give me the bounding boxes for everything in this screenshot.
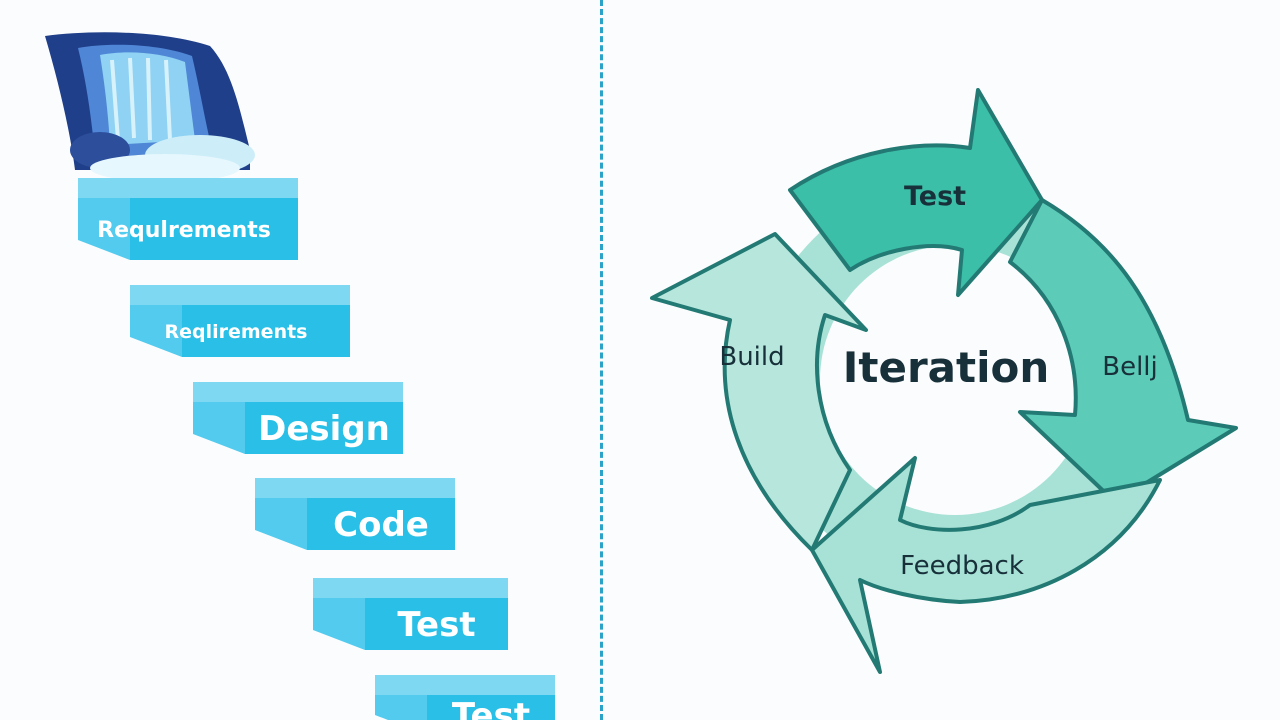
step-front-face <box>365 598 508 650</box>
waterfall-step-label: Code <box>333 505 429 545</box>
cycle-stage-label: Feedback <box>900 551 1024 581</box>
step-side-face <box>78 178 130 260</box>
cycle-arrow-build <box>650 232 868 552</box>
waterfall-step: Test <box>313 578 508 650</box>
waterfall-step-label: Test <box>397 605 475 645</box>
step-front-face <box>182 305 350 357</box>
waterfall-step-label: Design <box>258 409 390 449</box>
waterfall-step: Requlrements <box>78 178 298 260</box>
waterfall-step: Reqlirements <box>130 285 350 357</box>
step-top-face <box>130 285 350 305</box>
step-top-face <box>255 478 455 498</box>
cycle-arrow-feedback <box>810 456 1162 674</box>
cycle-stage-label: Build <box>719 342 784 372</box>
cycle-stage-label: Bellj <box>1102 352 1158 382</box>
step-top-face <box>193 382 403 402</box>
cycle-stage-label: Test <box>904 181 966 212</box>
step-front-face <box>130 198 298 260</box>
cycle-arrow-right <box>1008 198 1238 504</box>
cycle-center-label: Iteration <box>843 343 1049 392</box>
waterfall-step: Design <box>193 382 403 454</box>
step-top-face <box>375 675 555 695</box>
waterfall-diagram: RequlrementsReqlirementsDesignCodeTestTe… <box>45 32 555 720</box>
waterfall-step-label: Reqlirements <box>164 321 307 343</box>
panel-divider <box>600 0 603 720</box>
iteration-cycle-diagram: Iteration Test Bellj Feedback Build <box>650 88 1238 674</box>
step-top-face <box>313 578 508 598</box>
cycle-arrow-test <box>788 88 1044 297</box>
waterfall-illustration <box>45 32 255 182</box>
waterfall-steps: RequlrementsReqlirementsDesignCodeTestTe… <box>78 178 555 720</box>
cycle-panel: Iteration Test Bellj Feedback Build <box>606 0 1280 720</box>
waterfall-step-label: Test <box>452 696 530 720</box>
waterfall-step: Code <box>255 478 455 550</box>
step-top-face <box>78 178 298 198</box>
step-front-face <box>245 402 403 454</box>
cycle-hole <box>820 245 1090 515</box>
step-front-face <box>427 695 555 720</box>
waterfall-step-label: Requlrements <box>97 218 271 243</box>
waterfall-step: Test <box>375 675 555 720</box>
step-front-face <box>307 498 455 550</box>
